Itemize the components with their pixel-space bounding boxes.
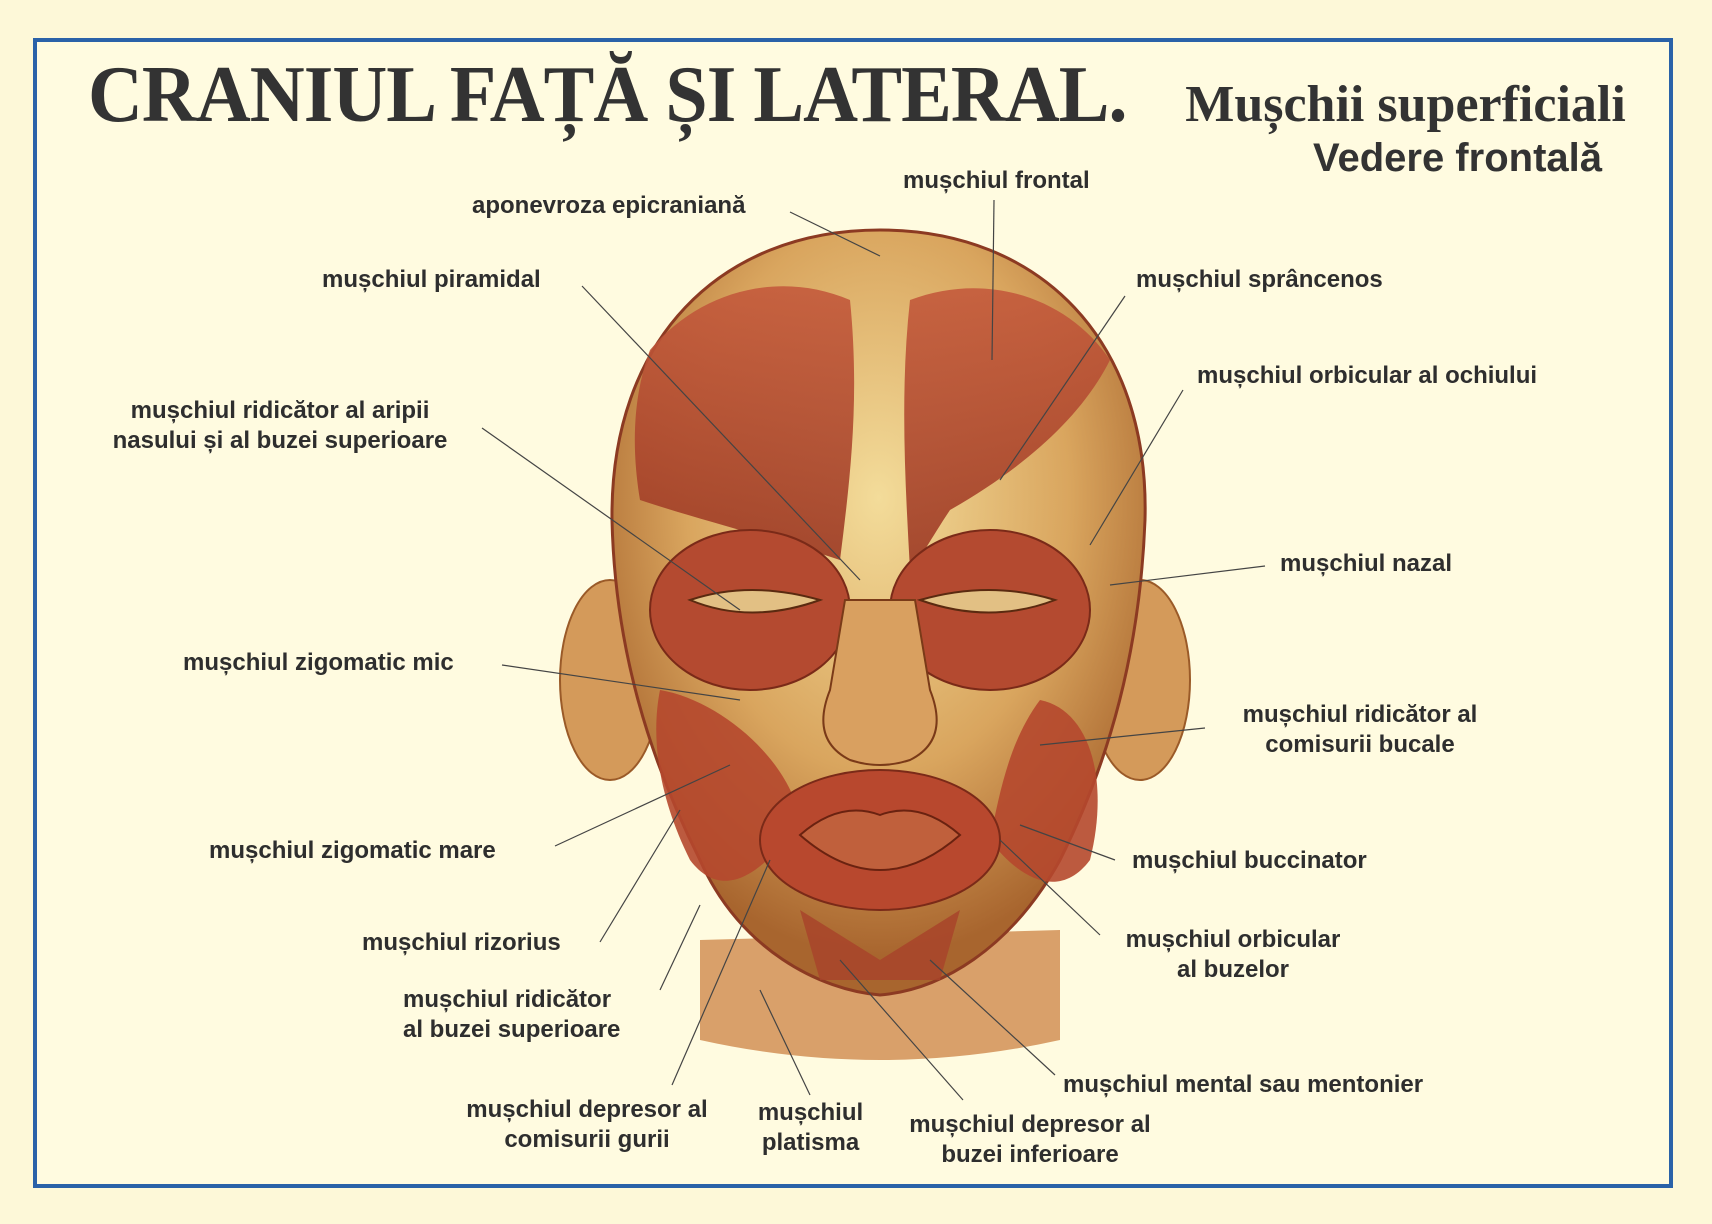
label-frontal: mușchiul frontal <box>903 167 1090 194</box>
label-orbicular-ochi: mușchiul orbicular al ochiului <box>1197 362 1538 389</box>
label-line-2: platisma <box>761 1129 860 1156</box>
label-line-2: al buzelor <box>1176 956 1290 983</box>
label-line-2: comisurii bucale <box>1265 731 1455 758</box>
label-buccinator: mușchiul buccinator <box>1132 847 1367 874</box>
label-line-2: comisurii gurii <box>504 1126 670 1153</box>
label-depresor-comisurii: mușchiul depresor al comisurii gurii <box>446 1095 728 1155</box>
label-line-1: mușchiul ridicător al <box>1242 701 1478 728</box>
label-ridicator-buzei: mușchiul ridicător al buzei superioare <box>403 985 620 1045</box>
chin-muscles <box>800 910 960 980</box>
label-nazal: mușchiul nazal <box>1280 550 1453 577</box>
label-rizorius: mușchiul rizorius <box>362 929 561 956</box>
label-zigomatic-mic: mușchiul zigomatic mic <box>183 649 454 676</box>
view-subtitle: Vedere frontală <box>1312 136 1602 180</box>
label-sprancenos: mușchiul sprâncenos <box>1136 266 1383 293</box>
label-line-2: buzei inferioare <box>941 1141 1119 1168</box>
title-sub: Mușchii superficiali <box>1185 76 1626 133</box>
right-eyelid <box>916 589 1059 614</box>
label-zigomatic-mare: mușchiul zigomatic mare <box>209 837 496 864</box>
label-line-1: mușchiul orbicular <box>1125 926 1341 953</box>
label-ridicator-comisurii: mușchiul ridicător al comisurii bucale <box>1225 700 1495 760</box>
label-ridicator-aripii: mușchiul ridicător al aripii nasului și … <box>87 396 473 456</box>
nose <box>822 599 938 766</box>
label-mental: mușchiul mental sau mentonier <box>1063 1071 1424 1098</box>
left-eyelid <box>687 589 824 614</box>
label-line-1: mușchiul depresor al <box>909 1111 1151 1138</box>
lips <box>798 809 962 872</box>
label-orbicular-buze: mușchiul orbicular al buzelor <box>1108 925 1358 985</box>
label-line-1: mușchiul <box>757 1099 864 1126</box>
label-line-1: mușchiul ridicător al aripii <box>130 397 430 424</box>
poster-title: CRANIUL FAȚĂ ȘI LATERAL. Mușchii superfic… <box>88 50 1626 141</box>
frontal-right <box>904 288 1110 570</box>
label-platisma: mușchiul platisma <box>748 1098 873 1158</box>
label-piramidal: mușchiul piramidal <box>322 266 541 293</box>
label-depresor-buzei: mușchiul depresor al buzei inferioare <box>890 1110 1170 1170</box>
label-line-1: mușchiul ridicător <box>403 986 612 1013</box>
label-aponevroza: aponevroza epicraniană <box>472 192 746 219</box>
cheek-right-muscles <box>990 700 1098 882</box>
label-line-1: mușchiul depresor al <box>466 1096 708 1123</box>
title-main: CRANIUL FAȚĂ ȘI LATERAL. <box>88 51 1128 139</box>
frontal-left <box>634 286 855 560</box>
label-line-2: nasului și al buzei superioare <box>112 427 448 454</box>
label-line-2: al buzei superioare <box>403 1016 621 1043</box>
